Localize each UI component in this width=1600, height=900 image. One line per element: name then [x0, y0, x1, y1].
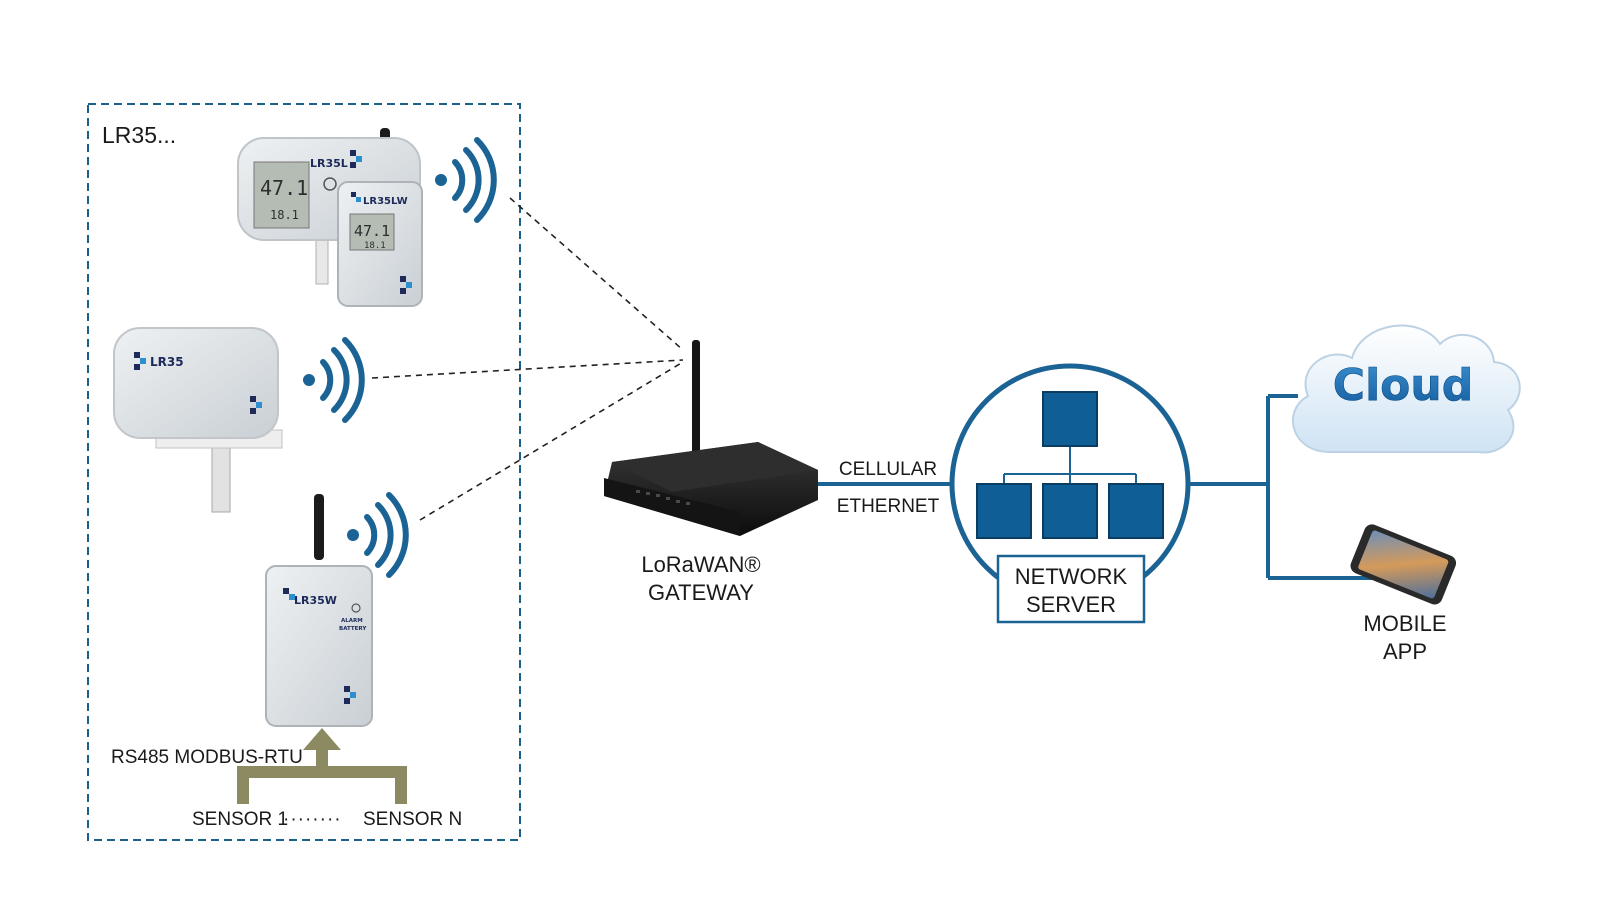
mobile-app-label-line2: APP	[1382, 639, 1428, 664]
backhaul-label-cellular: CELLULAR	[838, 459, 938, 480]
network-server	[949, 363, 1191, 624]
sensor-last-label: SENSOR N	[363, 809, 463, 830]
lr35l-lcd-top: 47.1	[260, 176, 308, 200]
device-group-label: LR35...	[102, 122, 177, 148]
radio-link-2	[371, 359, 684, 379]
cloud-icon: Cloud	[1292, 324, 1521, 454]
radio-links	[371, 197, 684, 521]
lr35lw-lcd-top: 47.1	[354, 222, 390, 240]
network-server-label-line2: SERVER	[1025, 592, 1117, 617]
smartphone-icon	[1350, 524, 1457, 605]
device-group-boundary	[87, 103, 521, 841]
brand-logo-icon	[134, 352, 262, 414]
device-lr35: LR35	[113, 327, 283, 513]
cloud-button-icon	[323, 177, 337, 191]
server-node-icon	[1042, 483, 1098, 539]
lr35lw-lcd-bottom: 18.1	[364, 241, 386, 251]
wireless-signal-icon	[303, 337, 365, 423]
lr35w-alarm-led: ALARM	[341, 618, 363, 624]
mobile-app-label-line1: MOBILE	[1363, 611, 1447, 636]
wireless-signal-icon	[347, 492, 409, 578]
device-lr35lw: 47.1 18.1 LR35LW	[337, 181, 423, 307]
radio-link-1	[509, 197, 684, 351]
rs485-bus-arrow	[237, 728, 407, 804]
gateway-label-line2: GATEWAY	[648, 580, 754, 605]
radio-link-3	[419, 361, 684, 521]
antenna-status-icon	[351, 603, 361, 613]
lr35w-model-label: LR35W	[294, 594, 337, 607]
server-node-icon	[1108, 483, 1164, 539]
backhaul-label-ethernet: ETHERNET	[836, 496, 940, 517]
server-node-icon	[1042, 391, 1098, 447]
server-distribution-links	[1190, 394, 1372, 580]
brand-logo-icon	[350, 150, 362, 168]
lr35w-battery-led: BATTERY	[339, 626, 367, 632]
brand-logo-icon	[283, 588, 356, 704]
cloud-label: Cloud	[1333, 360, 1473, 411]
lr35lw-model-label: LR35LW	[363, 196, 408, 207]
lr35-model-label: LR35	[150, 355, 184, 369]
sensor-ellipsis: ········	[283, 809, 342, 830]
brand-logo-icon	[351, 192, 412, 294]
wireless-signal-icon	[435, 137, 497, 223]
lr35l-model-label: LR35L	[310, 157, 348, 170]
lorawan-gateway	[604, 340, 818, 536]
gateway-label-line1: LoRaWAN®	[641, 552, 761, 577]
server-node-icon	[976, 483, 1032, 539]
device-lr35w: LR35W ALARM BATTERY	[265, 494, 373, 727]
network-server-label-box	[996, 554, 1146, 624]
sensor-first-label: SENSOR 1	[192, 809, 289, 830]
rs485-bus-label: RS485 MODBUS-RTU	[111, 747, 303, 768]
network-server-label-line1: NETWORK	[1014, 564, 1128, 589]
lr35l-lcd-bottom: 18.1	[270, 208, 299, 222]
